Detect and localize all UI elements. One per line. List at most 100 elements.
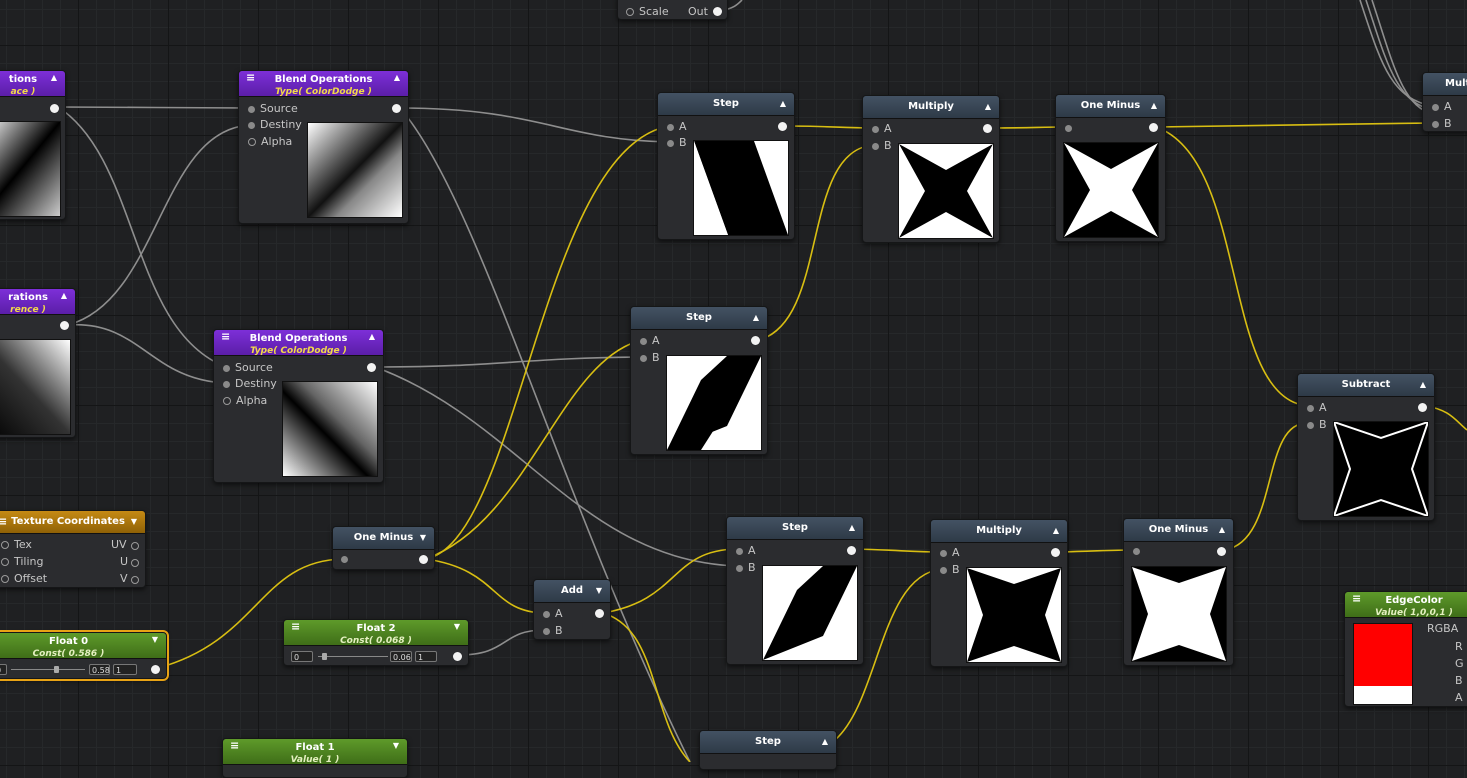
input-port[interactable] [1,541,9,549]
value-slider[interactable] [318,656,388,657]
output-port[interactable] [983,124,992,133]
input-port[interactable] [223,364,230,372]
value-field[interactable]: 0.58 [89,664,110,675]
menu-icon[interactable]: ≡ [246,71,256,84]
input-port[interactable] [872,125,879,133]
output-port[interactable] [751,336,760,345]
collapse-icon[interactable]: ▲ [60,291,67,300]
multiply-node-right[interactable]: Mult A B [1422,72,1467,132]
max-field[interactable]: 1 [113,664,137,675]
step-node[interactable]: Step▲ A B [726,516,864,665]
output-port[interactable] [131,576,139,584]
color-swatch[interactable] [1353,623,1413,705]
step-node[interactable]: Step▲ [699,730,837,770]
input-port[interactable] [1,558,9,566]
collapse-icon[interactable]: ▲ [50,73,57,82]
input-port[interactable] [1065,125,1072,132]
input-port[interactable] [667,123,674,131]
add-node[interactable]: Add▼ A B [533,579,611,640]
input-port[interactable] [1307,421,1314,429]
min-field[interactable]: 0 [291,651,313,662]
input-port[interactable] [341,556,348,563]
input-port[interactable] [940,566,947,574]
input-port[interactable] [543,610,550,618]
scale-node[interactable]: Scale Out [617,0,728,20]
menu-icon[interactable]: ≡ [230,739,240,752]
output-port[interactable] [419,555,428,564]
multiply-node[interactable]: Multiply▲ A B [862,95,1000,243]
step-node[interactable]: Step▲ A B [657,92,795,240]
menu-icon[interactable]: ≡ [291,620,301,633]
output-port[interactable] [60,321,69,330]
input-port[interactable] [1432,120,1439,128]
expand-icon[interactable]: ▼ [130,517,137,526]
output-port[interactable] [367,363,376,372]
input-port[interactable] [1133,548,1140,555]
collapse-icon[interactable]: ▲ [821,737,828,746]
output-port[interactable] [778,122,787,131]
input-port[interactable] [223,380,230,388]
input-port[interactable] [543,627,550,635]
expand-icon[interactable]: ▼ [419,533,426,542]
menu-icon[interactable]: ≡ [221,330,231,343]
input-port[interactable] [736,564,743,572]
output-port[interactable] [1051,548,1060,557]
menu-icon[interactable]: ≡ [1352,592,1362,605]
input-port[interactable] [940,549,947,557]
output-port[interactable] [847,546,856,555]
collapse-icon[interactable]: ▲ [1052,526,1059,535]
input-port[interactable] [1307,404,1314,412]
texture-coordinates-node[interactable]: ≡Texture Coordinates▼ Tex Tiling Offset … [0,510,146,588]
output-port[interactable] [453,652,462,661]
input-port[interactable] [223,397,231,405]
input-port[interactable] [640,337,647,345]
multiply-node[interactable]: Multiply▲ A B [930,519,1068,667]
step-node[interactable]: Step▲ A B [630,306,768,455]
subtract-node[interactable]: Subtract▲ A B [1297,373,1435,521]
input-port[interactable] [640,354,647,362]
output-port[interactable] [131,559,139,567]
input-port[interactable] [248,121,255,129]
output-port[interactable] [50,104,59,113]
value-slider[interactable] [11,669,85,670]
input-port[interactable] [248,105,255,113]
min-field[interactable]: 0 [0,664,7,675]
output-port[interactable] [1418,403,1427,412]
output-port[interactable] [713,7,722,16]
value-field[interactable]: 0.06 [390,651,412,662]
collapse-icon[interactable]: ▲ [752,313,759,322]
output-port[interactable] [1217,547,1226,556]
output-port[interactable] [151,665,160,674]
output-port[interactable] [392,104,401,113]
expand-icon[interactable]: ▼ [392,741,399,750]
one-minus-node[interactable]: One Minus▲ [1123,518,1234,666]
expand-icon[interactable]: ▼ [453,622,460,631]
collapse-icon[interactable]: ▲ [1150,101,1157,110]
menu-icon[interactable]: ≡ [0,511,7,533]
collapse-icon[interactable]: ▲ [848,523,855,532]
collapse-icon[interactable]: ▲ [779,99,786,108]
collapse-icon[interactable]: ▲ [984,102,991,111]
slider-knob[interactable] [322,653,327,660]
slider-knob[interactable] [54,666,59,673]
collapse-icon[interactable]: ▲ [393,73,400,82]
input-port[interactable] [872,142,879,150]
output-port[interactable] [131,542,139,550]
collapse-icon[interactable]: ▲ [1218,525,1225,534]
one-minus-node[interactable]: One Minus▲ [1055,94,1166,242]
expand-icon[interactable]: ▼ [151,635,158,644]
input-port[interactable] [1432,103,1439,111]
collapse-icon[interactable]: ▲ [1419,380,1426,389]
input-port[interactable] [1,575,9,583]
expand-icon[interactable]: ▼ [595,586,602,595]
input-port[interactable] [667,139,674,147]
input-port[interactable] [248,138,256,146]
